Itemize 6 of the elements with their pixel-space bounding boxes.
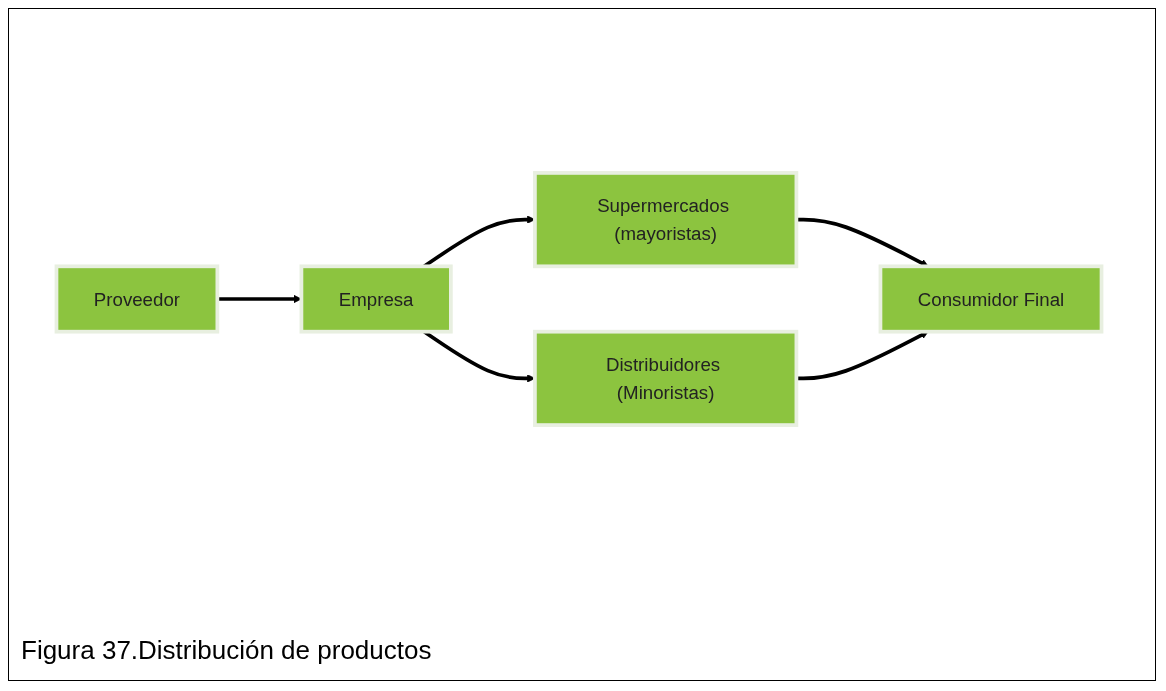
- node-box: Proveedor: [54, 264, 220, 334]
- node-box: Distribuidores (Minoristas): [533, 329, 799, 427]
- node-box: Empresa: [299, 264, 453, 334]
- figure-caption: Figura 37.Distribución de productos: [21, 635, 432, 666]
- node-box: Supermercados (mayoristas): [533, 171, 799, 269]
- node-box: Consumidor Final: [878, 264, 1104, 334]
